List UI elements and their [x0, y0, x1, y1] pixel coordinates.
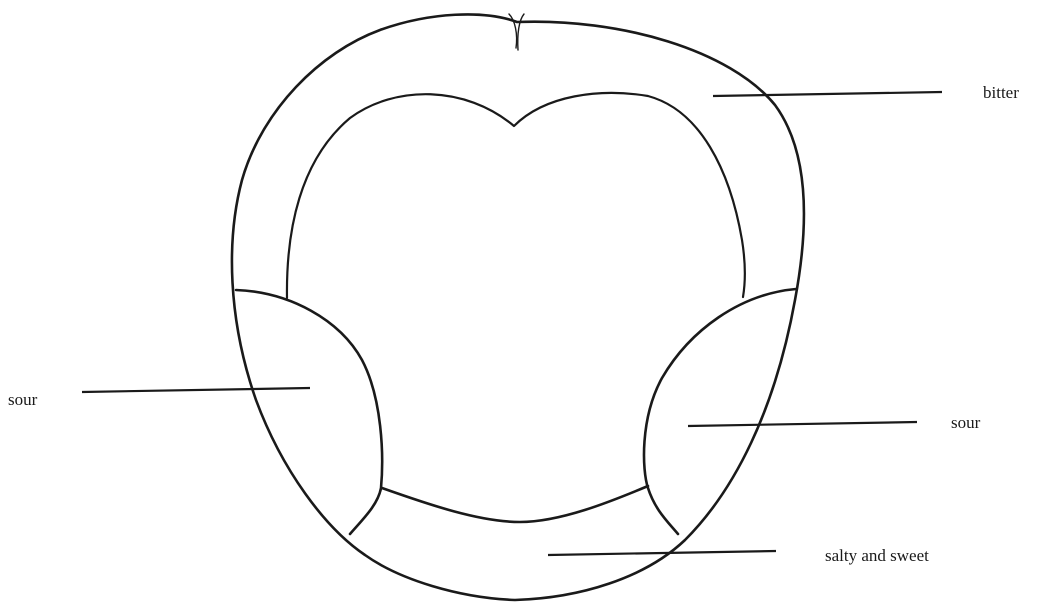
salty-sweet-leader-line	[548, 551, 776, 555]
sour-left-leader-line	[82, 388, 310, 392]
label-sour-left: sour	[8, 390, 38, 409]
tongue-drawing	[232, 14, 804, 600]
tongue-outer-outline	[232, 14, 804, 600]
bitter-leader-line	[713, 92, 942, 96]
label-bitter: bitter	[983, 83, 1019, 102]
sour-right-leader-line	[688, 422, 917, 426]
bitter-zone-boundary	[287, 93, 745, 298]
salty-sweet-zone-boundary	[382, 486, 648, 522]
tongue-top-notch-right	[518, 14, 524, 50]
label-salty-and-sweet: salty and sweet	[825, 546, 929, 565]
label-sour-right: sour	[951, 413, 981, 432]
